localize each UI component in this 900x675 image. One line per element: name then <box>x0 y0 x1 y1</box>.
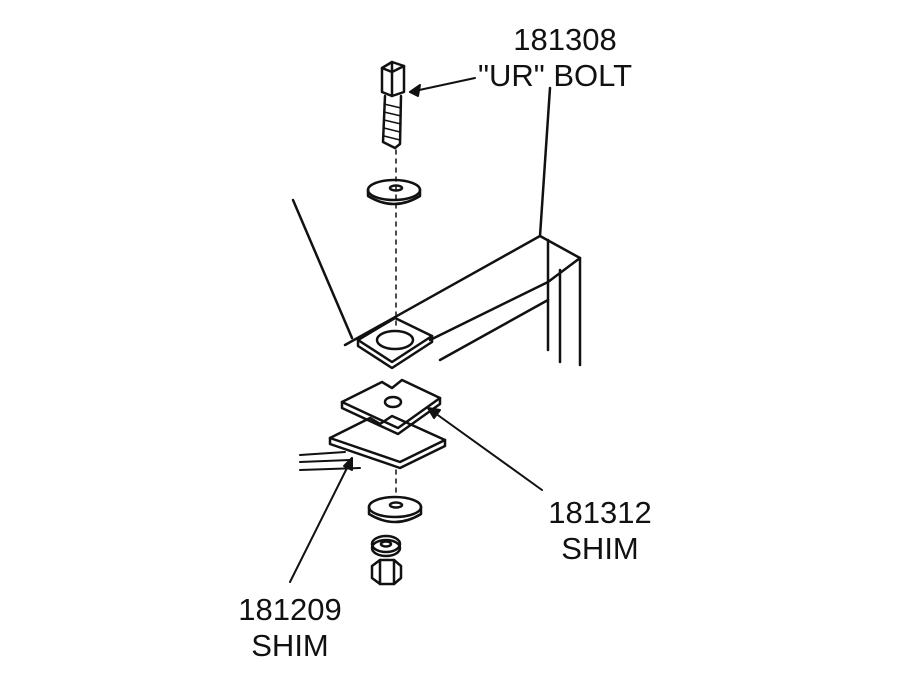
callout-bolt: 181308 "UR" BOLT <box>478 22 640 94</box>
part-name: "UR" BOLT <box>477 58 633 93</box>
part-name: SHIM <box>251 628 329 663</box>
lower-washer-icon <box>367 495 423 524</box>
shim-181209-icon <box>299 414 447 471</box>
part-number: 181312 <box>548 495 652 530</box>
callout-shim-181312: 181312 SHIM <box>525 495 675 567</box>
upper-washer-icon <box>366 178 422 206</box>
leader-lines <box>289 77 543 583</box>
nut-icon <box>370 558 403 586</box>
retainer-plate-icon <box>356 316 434 370</box>
shim-181312-icon <box>340 378 442 436</box>
callout-shim-181209: 181209 SHIM <box>215 592 365 664</box>
bolt-icon <box>380 60 406 150</box>
frame-rail <box>291 86 582 367</box>
lock-washer-icon <box>370 534 402 558</box>
part-number: 181209 <box>238 592 342 627</box>
part-name: SHIM <box>561 531 639 566</box>
part-number: 181308 <box>513 22 617 57</box>
